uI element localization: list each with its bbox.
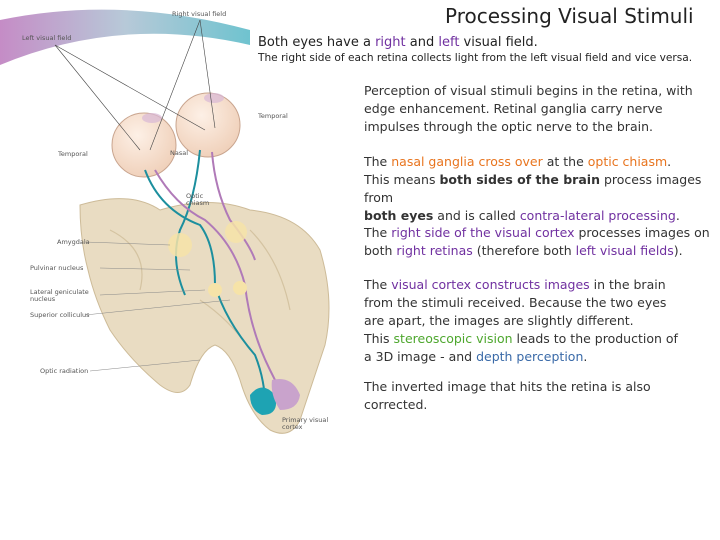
primary-visual-cortex <box>250 387 277 415</box>
paragraph-chiasm: The nasal ganglia cross over at the opti… <box>364 153 720 225</box>
visual-pathway-diagram: Right visual field Left visual field Tem… <box>0 9 330 434</box>
highlight-nasal-ganglia: nasal ganglia cross over <box>391 154 543 169</box>
label-temporal-left: Temporal <box>57 150 88 158</box>
highlight-right-retinas: right retinas <box>396 243 473 258</box>
slide-title: Processing Visual Stimuli <box>445 4 694 28</box>
text: at the <box>542 154 588 169</box>
highlight-left-fields: left visual fields <box>575 243 674 258</box>
text: This <box>364 331 394 346</box>
label-amygdala: Amygdala <box>57 238 90 246</box>
left-eye <box>111 112 177 178</box>
text: . <box>675 208 680 223</box>
intro-text: visual field. <box>459 35 538 50</box>
highlight-stereoscopic-vision: stereoscopic vision <box>393 331 513 346</box>
paragraph-visual-cortex: The visual cortex constructs images in t… <box>364 276 678 366</box>
label-superior-colliculus: Superior colliculus <box>30 311 90 319</box>
text-line: Perception of visual stimuli begins in t… <box>364 83 693 98</box>
intro-right: right <box>375 35 406 50</box>
text-line: corrected. <box>364 397 428 412</box>
highlight-optic-chiasm: optic chiasm <box>587 154 668 169</box>
text: The <box>364 277 392 292</box>
text: The <box>364 225 392 240</box>
highlight-right-cortex: right side of the visual cortex <box>391 225 575 240</box>
paragraph-inverted-image: The inverted image that hits the retina … <box>364 378 651 414</box>
highlight-contra-lateral: contra-lateral processing <box>519 208 676 223</box>
text-line: edge enhancement. Retinal ganglia carry … <box>364 101 663 116</box>
highlight-depth-perception: depth perception <box>476 349 584 364</box>
text: process images from <box>364 172 702 205</box>
label-left-visual-field: Left visual field <box>22 34 71 42</box>
intro-line-2: The right side of each retina collects l… <box>258 52 693 64</box>
label-pulvinar: Pulvinar nucleus <box>30 264 84 272</box>
intro-text: Both eyes have a <box>258 35 376 50</box>
text: . <box>667 154 672 169</box>
bold-both-eyes: both eyes <box>364 208 434 223</box>
text-line: The inverted image that hits the retina … <box>364 379 651 394</box>
text: ). <box>673 243 683 258</box>
text: The <box>364 154 392 169</box>
text: leads to the production of <box>512 331 678 346</box>
text: both <box>364 243 397 258</box>
brain-shape <box>79 198 330 434</box>
visual-field-band <box>0 9 250 65</box>
label-lgn: Lateral geniculate <box>30 288 89 296</box>
label-cortex: cortex <box>282 423 303 431</box>
highlight-constructs-images: visual cortex constructs images <box>391 277 590 292</box>
intro-left: left <box>438 35 460 50</box>
intro-line-1: Both eyes have a right and left visual f… <box>258 35 538 50</box>
text: and is called <box>433 208 520 223</box>
bold-both-sides: both sides of the brain <box>439 172 600 187</box>
label-primary-visual: Primary visual <box>282 416 328 424</box>
label-chiasm: chiasm <box>186 199 209 207</box>
text: This means <box>364 172 440 187</box>
paragraph-right-cortex: The right side of the visual cortex proc… <box>364 224 710 260</box>
right-eye <box>175 92 241 158</box>
text-line: impulses through the optic nerve to the … <box>364 119 653 134</box>
text-line: from the stimuli received. Because the t… <box>364 295 667 310</box>
text: in the brain <box>589 277 666 292</box>
intro-text: and <box>405 35 439 50</box>
text: (therefore both <box>472 243 576 258</box>
label-optic-radiation: Optic radiation <box>40 367 88 375</box>
label-nasal: Nasal <box>170 149 188 157</box>
label-temporal-right: Temporal <box>257 112 288 120</box>
text: processes images on <box>574 225 710 240</box>
label-right-visual-field: Right visual field <box>172 10 226 18</box>
text-line: are apart, the images are slightly diffe… <box>364 313 634 328</box>
text: . <box>583 349 588 364</box>
label-lgn-nucleus: nucleus <box>30 295 56 303</box>
label-optic: Optic <box>186 192 204 200</box>
text: a 3D image - and <box>364 349 477 364</box>
paragraph-retina: Perception of visual stimuli begins in t… <box>364 82 693 136</box>
